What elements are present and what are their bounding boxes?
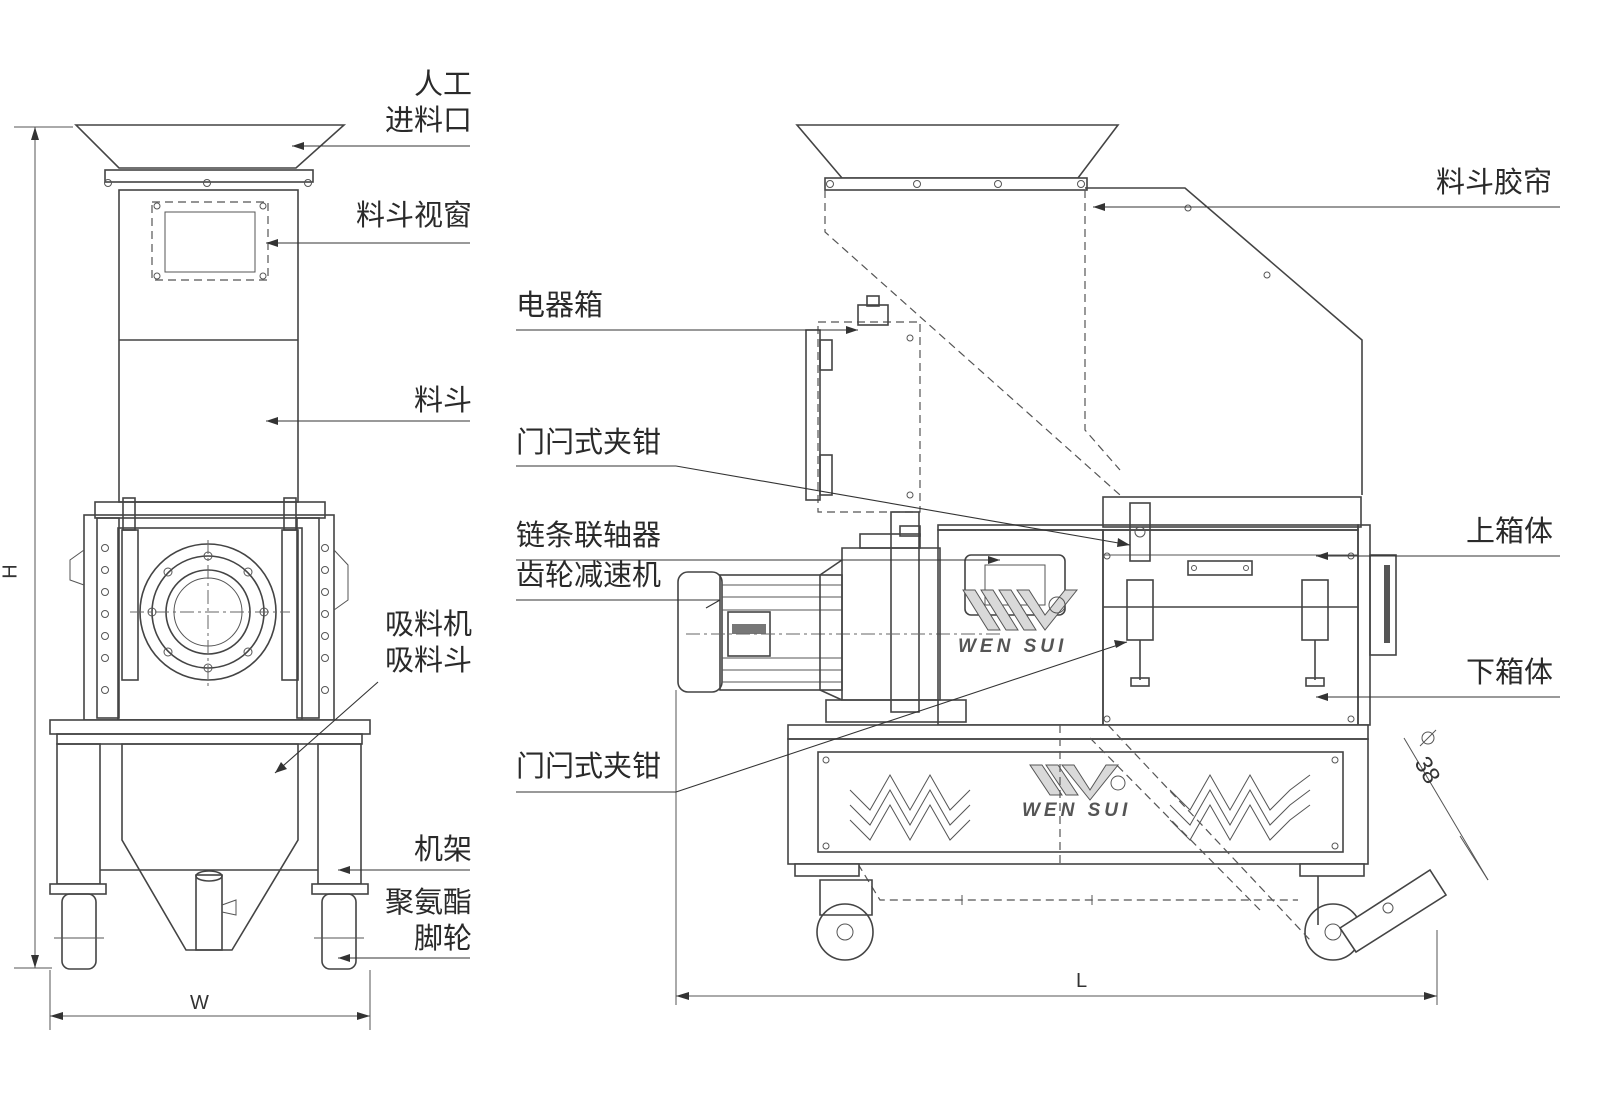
caster-label: 聚氨酯 脚轮 (330, 884, 472, 956)
side-view (675, 124, 1489, 1005)
latch-clamp-top-label: 门闩式夹钳 (516, 425, 662, 459)
hopper-window-label: 料斗视窗 (355, 198, 472, 232)
suction-label-line2: 吸料斗 (384, 643, 472, 677)
chain-coupling-label: 链条联轴器 (516, 518, 662, 552)
front-view (14, 124, 371, 1030)
frame-label: 机架 (413, 832, 472, 866)
electric-box-label: 电器箱 (516, 288, 604, 322)
side-leaders (516, 203, 1560, 793)
gear-reducer-label: 齿轮减速机 (516, 558, 662, 592)
front-leaders (266, 142, 470, 962)
lower-box-label: 下箱体 (1466, 655, 1554, 689)
latch-clamp-bottom-label: 门闩式夹钳 (516, 749, 662, 783)
upper-box-label: 上箱体 (1466, 514, 1554, 548)
feed-inlet-label: 人工 进料口 (330, 66, 472, 138)
caster-label-line1: 聚氨酯 (384, 885, 472, 919)
logo-lower: WEN SUI (1022, 800, 1132, 821)
feed-inlet-label-line1: 人工 (413, 67, 472, 101)
width-dimension: W (190, 992, 209, 1014)
logo-upper: WEN SUI (958, 636, 1068, 657)
suction-label-line1: 吸料机 (384, 607, 472, 641)
length-dimension: L (1076, 970, 1088, 992)
hopper-label: 料斗 (413, 383, 472, 417)
height-dimension: H (0, 564, 22, 579)
hopper-curtain-label: 料斗胶帘 (1436, 165, 1553, 199)
suction-hopper-label: 吸料机 吸料斗 (330, 606, 472, 678)
caster-label-line2: 脚轮 (413, 921, 472, 955)
feed-inlet-label-line2: 进料口 (384, 103, 472, 137)
